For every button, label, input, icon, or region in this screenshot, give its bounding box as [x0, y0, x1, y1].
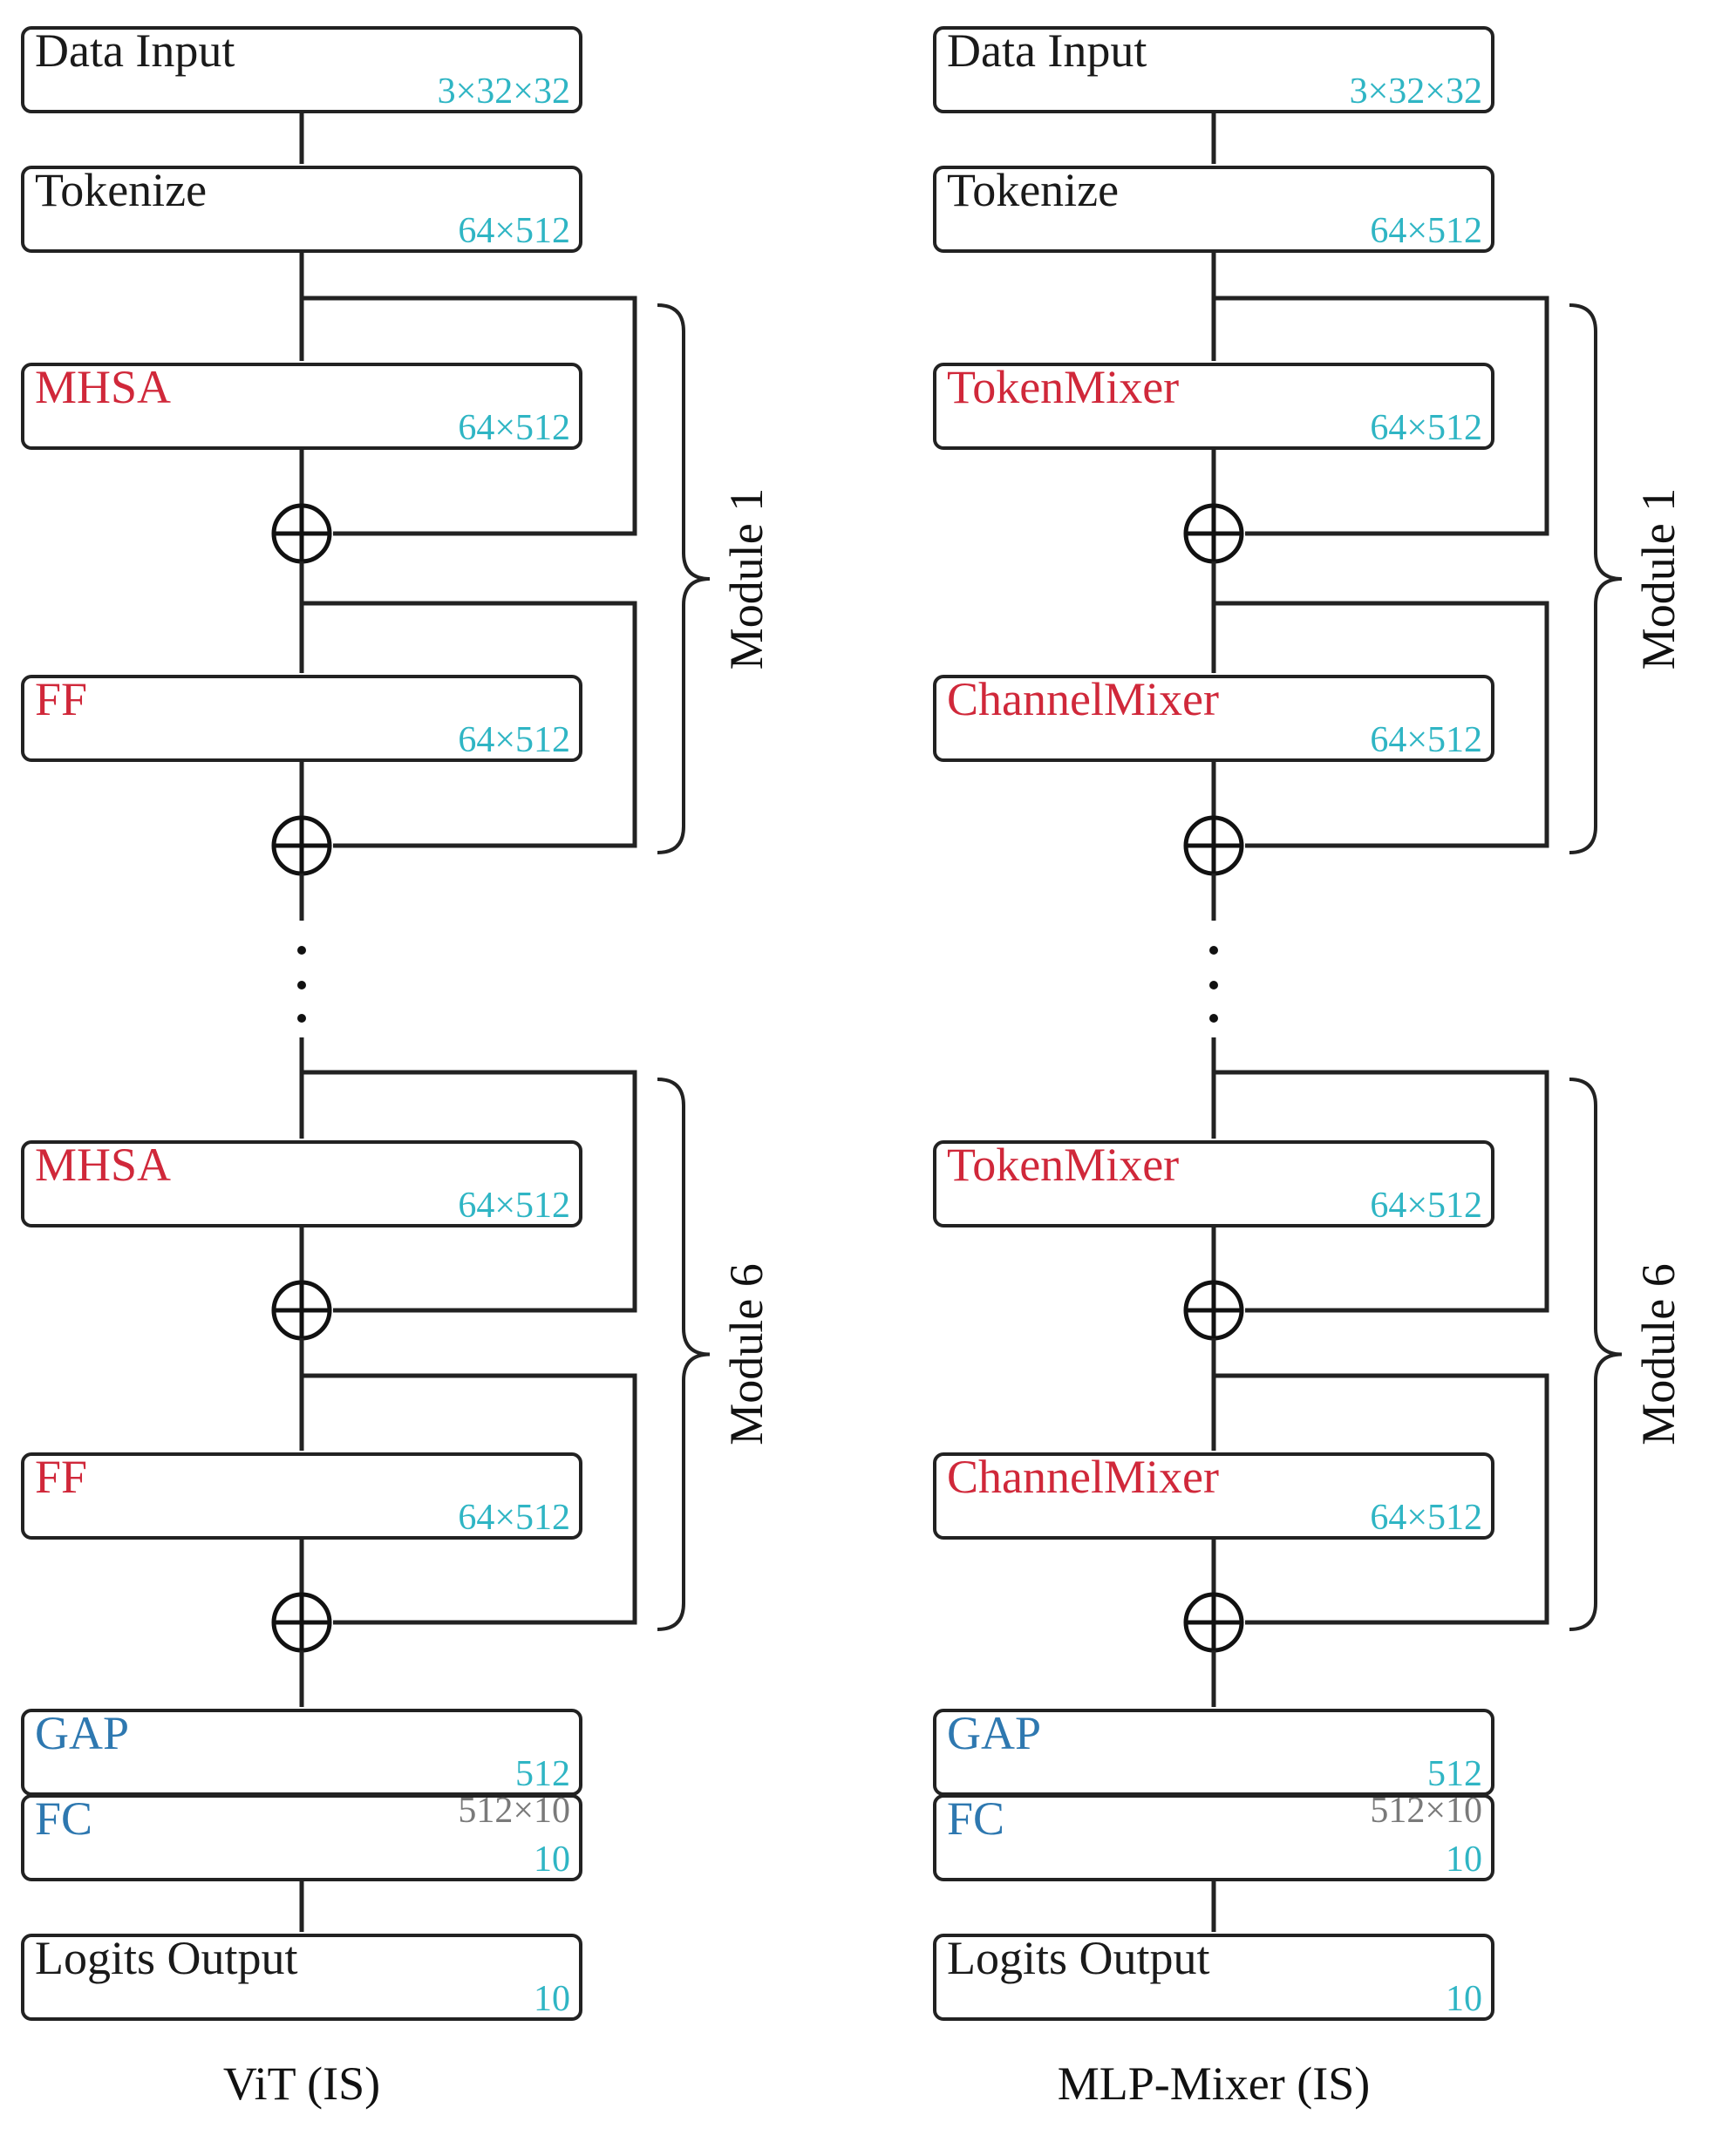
- logits-output-box-dim: 10: [1446, 1979, 1482, 2019]
- mixer-block-box-dim: 64×512: [1370, 720, 1482, 760]
- logits-output-box-label: Logits Output: [35, 1932, 298, 1984]
- column-caption: MLP-Mixer (IS): [1058, 2057, 1370, 2110]
- mixer-block-box-label: TokenMixer: [947, 361, 1179, 413]
- mixer-block-box: ChannelMixer 64×512: [933, 673, 1494, 762]
- module-label: Module 1: [720, 488, 773, 670]
- tokenize-box-dim: 64×512: [458, 211, 570, 251]
- residual-skip-connection: [302, 296, 637, 536]
- residual-skip-connection: [1214, 296, 1549, 536]
- mixer-block-box: MHSA 64×512: [21, 361, 582, 450]
- fc-box-dim: 10: [1446, 1839, 1482, 1880]
- logits-output-box-frame: [933, 1934, 1494, 2021]
- module-brace: [1569, 303, 1623, 854]
- ellipsis-dot: [297, 981, 306, 989]
- mixer-block-box: FF 64×512: [21, 1451, 582, 1540]
- residual-skip-connection: [1214, 1373, 1549, 1625]
- residual-skip-connection: [1214, 601, 1549, 848]
- mixer-block-box: MHSA 64×512: [21, 1139, 582, 1227]
- column-caption: ViT (IS): [223, 2057, 380, 2110]
- gap-box-dim: 512: [1427, 1754, 1482, 1794]
- logits-output-box: Logits Output 10: [21, 1932, 582, 2021]
- mixer-block-box-dim: 64×512: [1370, 1186, 1482, 1226]
- fc-box: FC 512×10 10: [21, 1791, 582, 1881]
- mixer-block-box-dim: 64×512: [458, 1498, 570, 1538]
- logits-output-box-frame: [21, 1934, 582, 2021]
- data-input-box-dim: 3×32×32: [1350, 71, 1482, 112]
- mixer-block-box-label: FF: [35, 1451, 87, 1503]
- residual-sum-icon: [1183, 1280, 1244, 1341]
- residual-skip-connection: [302, 1070, 637, 1313]
- fc-box-param: 512×10: [458, 1791, 570, 1831]
- residual-skip-connection: [1214, 1070, 1549, 1313]
- data-input-box-dim: 3×32×32: [438, 71, 570, 112]
- tokenize-box: Tokenize 64×512: [21, 164, 582, 253]
- tokenize-box-label: Tokenize: [35, 164, 207, 216]
- fc-box: FC 512×10 10: [933, 1791, 1494, 1881]
- column-mlp-mixer: Data Input3×32×32Tokenize64×512TokenMixe…: [933, 24, 1685, 2110]
- logits-output-box: Logits Output 10: [933, 1932, 1494, 2021]
- fc-box-dim: 10: [534, 1839, 570, 1880]
- mixer-block-box-dim: 64×512: [1370, 1498, 1482, 1538]
- mixer-block-box-dim: 64×512: [458, 720, 570, 760]
- residual-skip-connection: [302, 1373, 637, 1625]
- module-2: TokenMixer64×512ChannelMixer64×512Module…: [933, 1070, 1685, 1653]
- mixer-block-box-label: TokenMixer: [947, 1139, 1179, 1191]
- gap-box-label: GAP: [35, 1707, 129, 1759]
- column-vit: Data Input3×32×32Tokenize64×512MHSA64×51…: [21, 24, 773, 2110]
- residual-sum-icon: [271, 1280, 332, 1341]
- module-brace: [1569, 1078, 1623, 1631]
- residual-sum-icon: [271, 1592, 332, 1653]
- gap-box: GAP 512: [21, 1707, 582, 1796]
- mixer-block-box: ChannelMixer 64×512: [933, 1451, 1494, 1540]
- mixer-block-box-label: MHSA: [35, 361, 171, 413]
- residual-sum-icon: [1183, 815, 1244, 876]
- mixer-block-box-dim: 64×512: [458, 408, 570, 448]
- mixer-block-box-dim: 64×512: [1370, 408, 1482, 448]
- ellipsis-dot: [297, 946, 306, 955]
- mixer-block-box: FF 64×512: [21, 673, 582, 762]
- mixer-block-box: TokenMixer 64×512: [933, 1139, 1494, 1227]
- fc-box-label: FC: [947, 1792, 1004, 1845]
- tokenize-box-label: Tokenize: [947, 164, 1119, 216]
- mixer-block-box-label: ChannelMixer: [947, 1451, 1219, 1503]
- tokenize-box-dim: 64×512: [1370, 211, 1482, 251]
- fc-box-param: 512×10: [1370, 1791, 1482, 1831]
- gap-box-label: GAP: [947, 1707, 1041, 1759]
- gap-box-dim: 512: [515, 1754, 570, 1794]
- data-input-box: Data Input 3×32×32: [21, 24, 582, 113]
- ellipsis-dot: [1209, 1014, 1218, 1023]
- mixer-block-box-label: MHSA: [35, 1139, 171, 1191]
- residual-sum-icon: [1183, 1592, 1244, 1653]
- ellipsis-dot: [297, 1014, 306, 1023]
- data-input-box: Data Input 3×32×32: [933, 24, 1494, 113]
- module-label: Module 1: [1632, 488, 1685, 670]
- mixer-block-box-dim: 64×512: [458, 1186, 570, 1226]
- logits-output-box-dim: 10: [534, 1979, 570, 2019]
- module-label: Module 6: [1632, 1263, 1685, 1445]
- logits-output-box-label: Logits Output: [947, 1932, 1210, 1984]
- residual-sum-icon: [271, 815, 332, 876]
- module-brace: [657, 1078, 711, 1631]
- residual-sum-icon: [271, 503, 332, 564]
- mixer-block-box: TokenMixer 64×512: [933, 361, 1494, 450]
- tokenize-box: Tokenize 64×512: [933, 164, 1494, 253]
- data-input-box-label: Data Input: [947, 24, 1147, 77]
- gap-box: GAP 512: [933, 1707, 1494, 1796]
- data-input-box-label: Data Input: [35, 24, 235, 77]
- residual-skip-connection: [302, 601, 637, 848]
- module-brace: [657, 303, 711, 854]
- module-1: TokenMixer64×512ChannelMixer64×512Module…: [933, 296, 1685, 876]
- ellipsis-dot: [1209, 981, 1218, 989]
- ellipsis-dot: [1209, 946, 1218, 955]
- residual-sum-icon: [1183, 503, 1244, 564]
- fc-box-label: FC: [35, 1792, 92, 1845]
- mixer-block-box-label: FF: [35, 673, 87, 725]
- mixer-block-box-label: ChannelMixer: [947, 673, 1219, 725]
- module-label: Module 6: [720, 1263, 773, 1445]
